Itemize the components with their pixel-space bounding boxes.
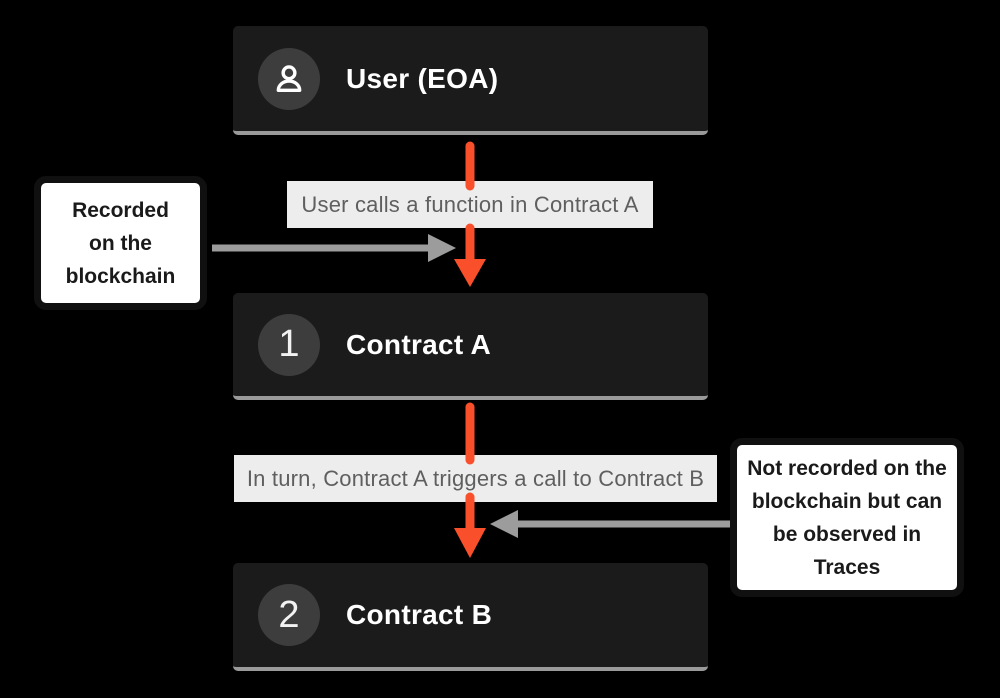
callout-line: be observed in (772, 522, 922, 546)
node-title: Contract A (346, 328, 492, 360)
callout-recorded-on-blockchain: Recorded on the blockchain (34, 176, 207, 310)
person-icon (276, 64, 302, 92)
callout-line: blockchain but can (751, 489, 943, 513)
callout-line: blockchain (65, 264, 176, 288)
node-title: User (EOA) (346, 62, 499, 94)
callout-line: Traces (813, 555, 881, 579)
step-badge-2: 2 (258, 584, 320, 646)
flow-arrow-user-to-contract-a (454, 141, 486, 287)
edge-label-text: In turn, Contract A triggers a call to C… (246, 465, 705, 491)
node-contract-b: 2 Contract B (233, 563, 708, 671)
pointer-arrow-traces (490, 510, 733, 538)
user-avatar (258, 47, 320, 110)
callout-line: on the (89, 231, 152, 255)
edge-label-internal-call: In turn, Contract A triggers a call to C… (234, 455, 717, 502)
node-contract-a: 1 Contract A (233, 293, 708, 400)
node-user-eoa: User (EOA) (233, 26, 708, 135)
node-title: Contract B (346, 599, 493, 630)
callout-line: Not recorded on the (747, 456, 947, 480)
edge-label-text: User calls a function in Contract A (301, 191, 639, 217)
callout-not-recorded-traces: Not recorded on the blockchain but can b… (730, 438, 964, 597)
flow-arrow-contract-a-to-b (454, 402, 486, 558)
pointer-arrow-recorded (212, 234, 456, 262)
callout-line: Recorded (72, 198, 169, 222)
step-badge-1: 1 (258, 313, 320, 376)
